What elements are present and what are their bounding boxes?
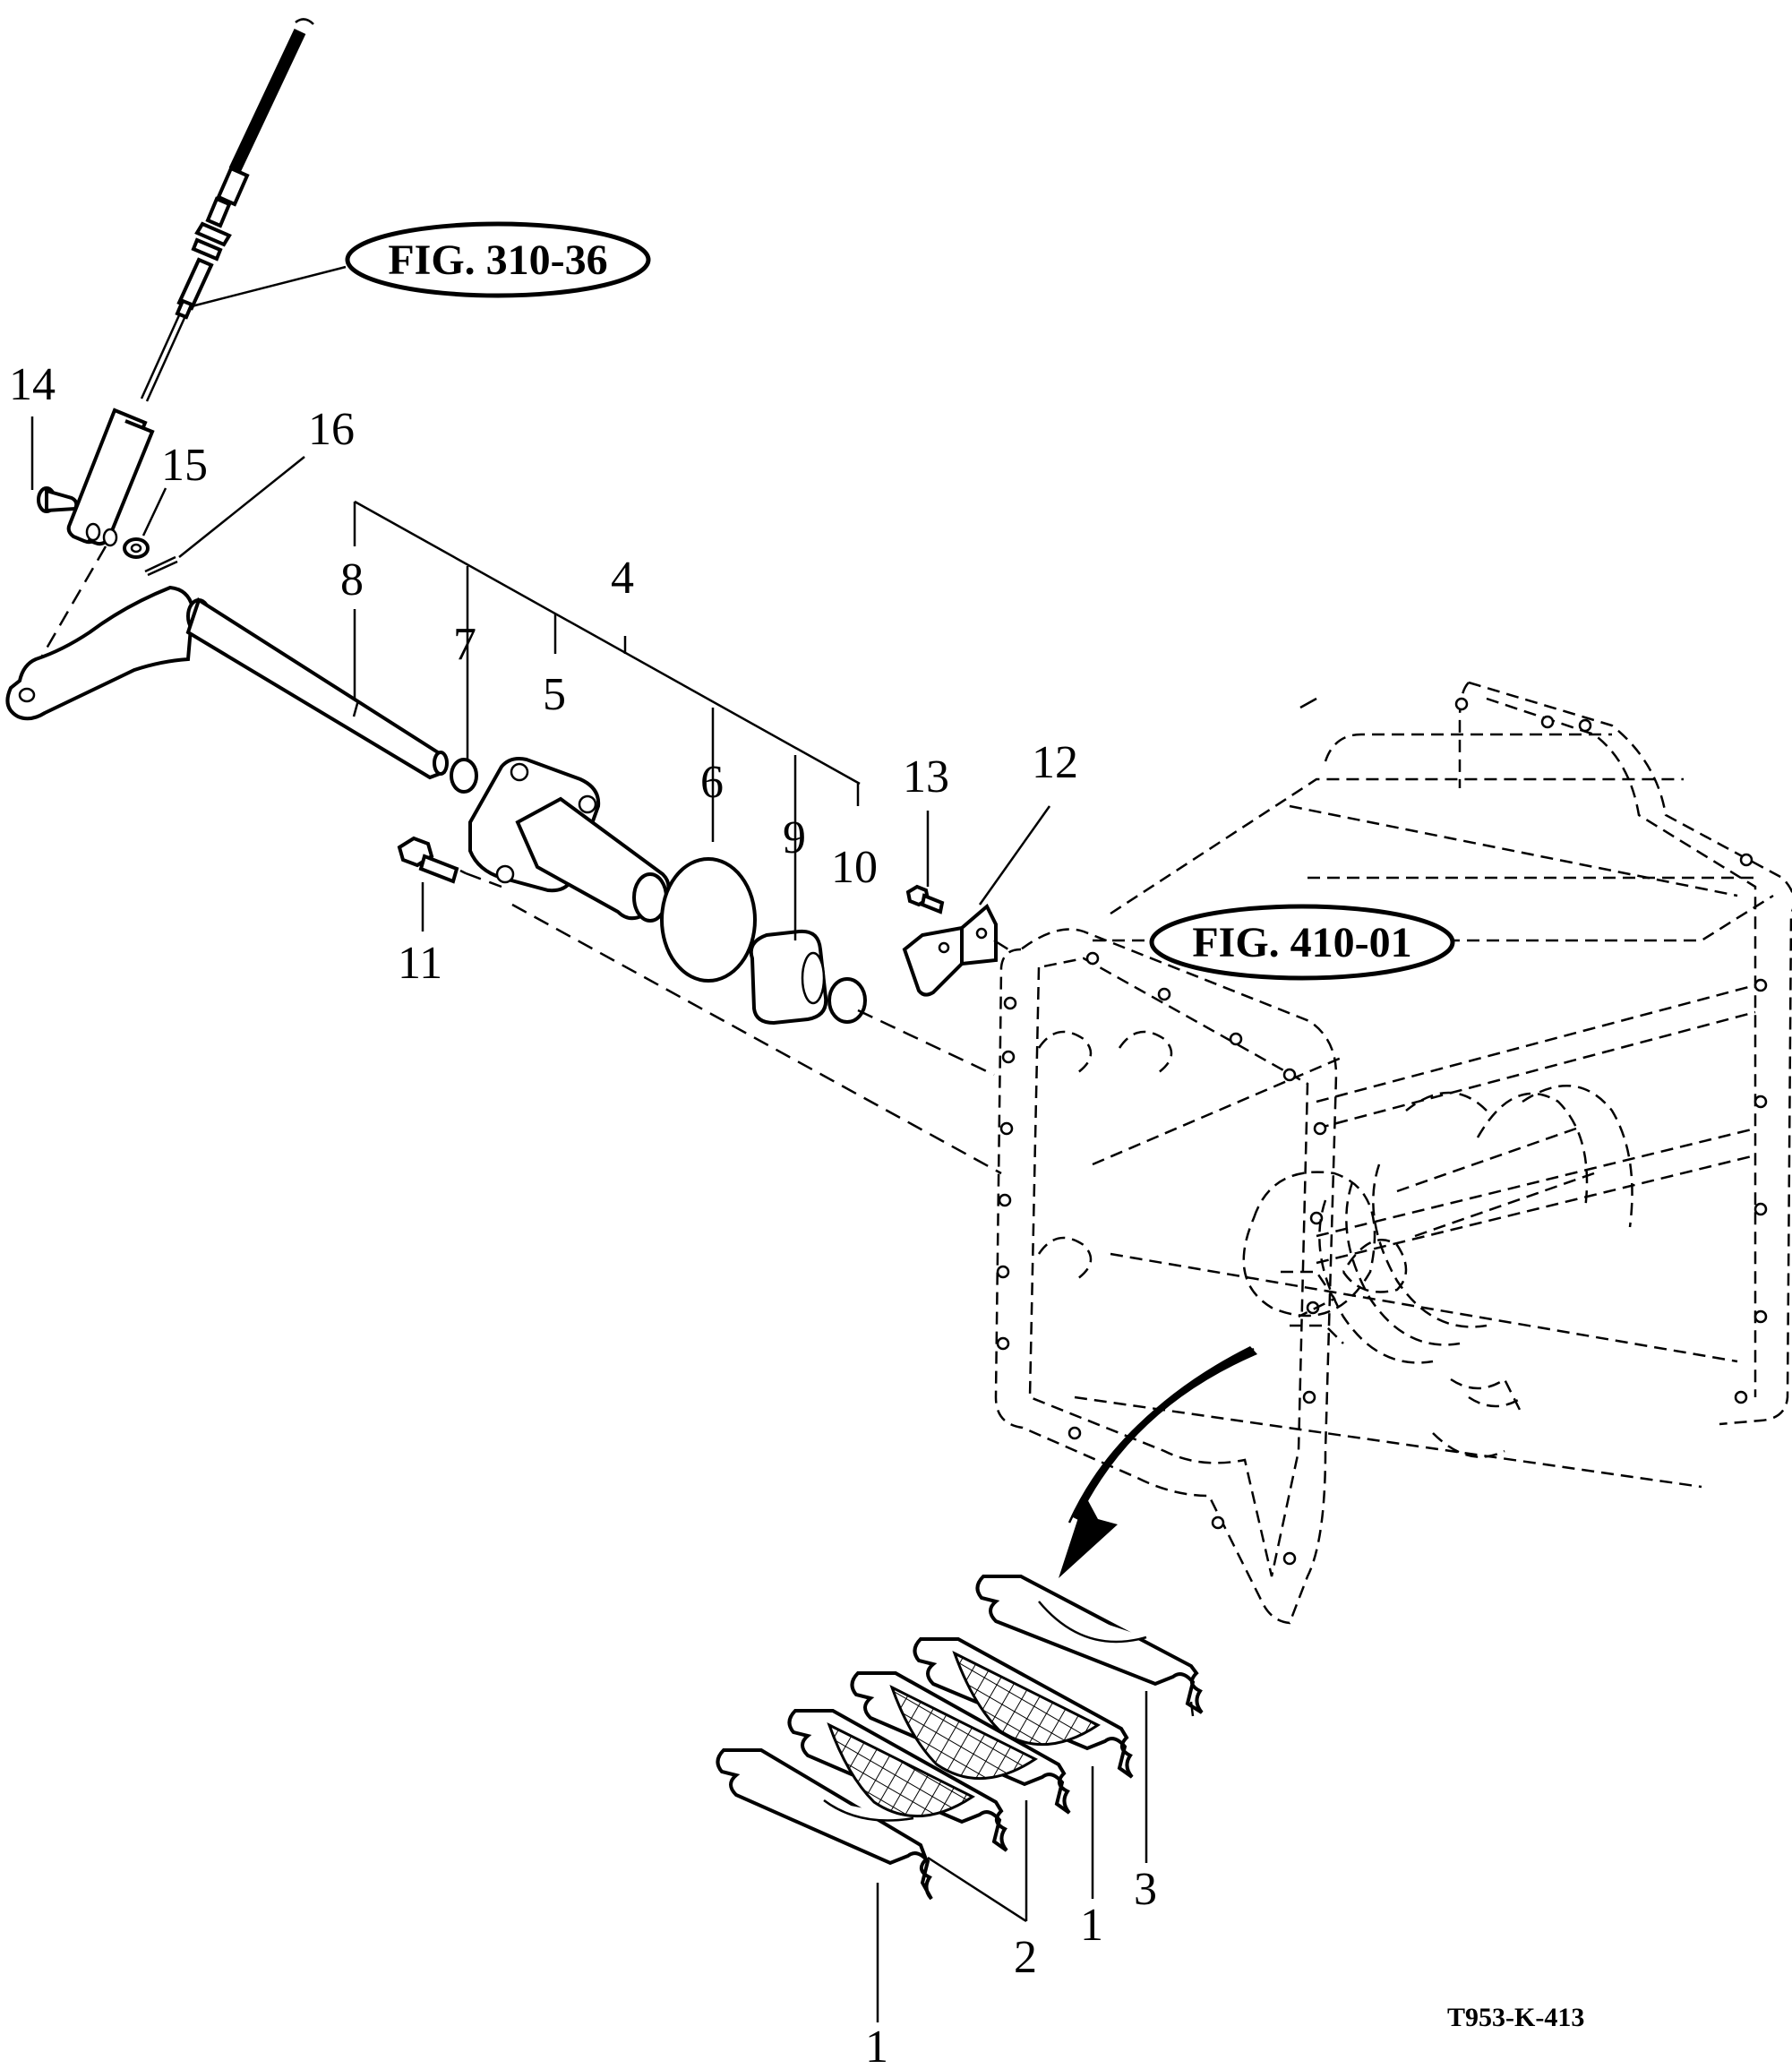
shaft-housing: [468, 757, 671, 923]
assembly-line-lower: [511, 903, 1002, 1175]
detail-arrow: [1059, 1346, 1257, 1578]
control-cable: [140, 18, 314, 402]
leader-lines: [30, 265, 1317, 2022]
bolt: [397, 836, 467, 884]
callout-16: 16: [308, 404, 355, 455]
callout-9: 9: [783, 812, 806, 863]
cotter-pin: [144, 555, 178, 577]
fig-reference-410-01: FIG. 410-01: [1149, 904, 1455, 981]
callout-8: 8: [340, 554, 364, 605]
washer: [123, 537, 150, 559]
callout-6: 6: [700, 757, 724, 808]
cable-clevis: [66, 408, 155, 547]
callout-15: 15: [161, 440, 208, 491]
clutch-plate-3: [975, 1575, 1204, 1717]
assembly-line-bolt: [465, 871, 502, 889]
clutch-plate-1-front: [716, 1748, 933, 1901]
clutch-plate-2-upper: [850, 1671, 1071, 1815]
callout-numbers: 14 15 16 8 7 4 5 6 9 10 13 12 11 2 1 3 1: [9, 359, 1157, 2069]
snap-ring: [827, 977, 867, 1024]
fig-reference-310-36-label: FIG. 310-36: [388, 236, 607, 284]
callout-12: 12: [1032, 737, 1078, 788]
callout-14: 14: [9, 359, 56, 410]
clutch-plate-1-upper: [913, 1637, 1134, 1779]
bracket: [902, 903, 998, 997]
callout-1-front: 1: [865, 2022, 888, 2069]
callout-11: 11: [398, 938, 442, 989]
flange-bolt-holes: [996, 697, 1768, 1566]
transmission-housing-phantom: [994, 681, 1792, 1625]
fig-reference-410-01-label: FIG. 410-01: [1192, 919, 1411, 966]
clutch-plate-2-lower: [787, 1709, 1008, 1852]
lever-shaft: [5, 585, 449, 780]
callout-13: 13: [903, 751, 949, 803]
callout-4: 4: [611, 553, 634, 604]
callout-2: 2: [1014, 1932, 1037, 1983]
callout-5: 5: [543, 669, 566, 720]
o-ring-large: [660, 857, 757, 983]
callout-3: 3: [1134, 1864, 1157, 1915]
bushing: [749, 929, 828, 1026]
fig-reference-310-36: FIG. 310-36: [345, 221, 651, 298]
drawing-code: T953-K-413: [1447, 2003, 1584, 2032]
assembly-line-upper: [857, 1009, 995, 1077]
callout-10: 10: [831, 842, 878, 893]
screw: [905, 884, 945, 914]
callout-7: 7: [453, 619, 476, 670]
clevis-pin: [37, 486, 79, 513]
assembly-line-bracket: [993, 939, 1009, 951]
o-ring-small: [450, 758, 478, 794]
callout-1-upper: 1: [1080, 1900, 1103, 1951]
